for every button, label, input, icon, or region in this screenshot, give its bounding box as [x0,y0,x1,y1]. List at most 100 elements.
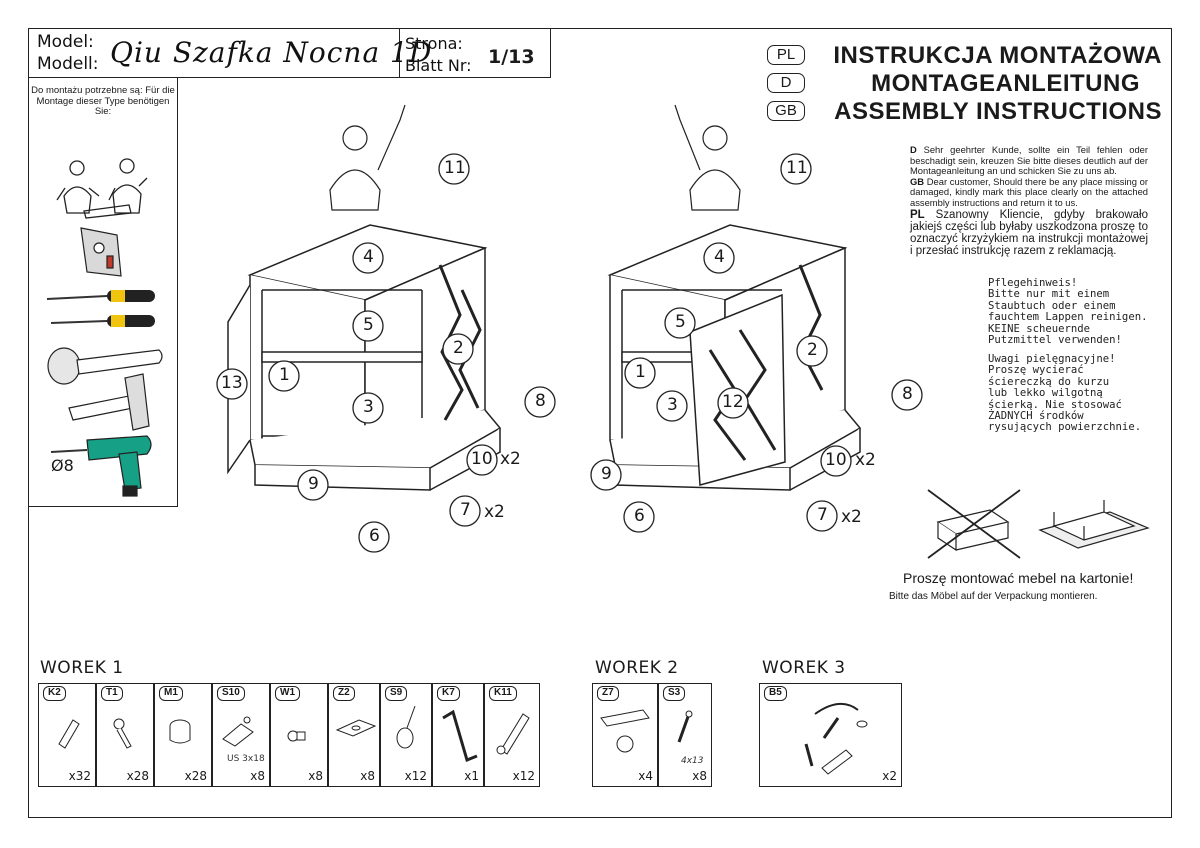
callout-label: 10 [825,450,847,470]
nail-icon [396,705,416,749]
notice-tag-gb: GB [910,175,925,187]
part-w1: W1 x8 [270,683,328,787]
bag-1-title: WOREK 1 [40,658,124,678]
title-gb: ASSEMBLY INSTRUCTIONS [834,98,1162,125]
care-pl-line: Uwagi pielęgnacyjne! [988,353,1116,365]
part-qty: x8 [250,769,265,783]
part-code: K7 [437,686,460,701]
title-pl: INSTRUKCJA MONTAŻOWA [833,42,1162,69]
care-de-line: Staubtuch oder einem [988,299,1116,312]
callout-label: 8 [535,391,546,411]
part-s3: S3 4x13 x8 [658,683,712,787]
part-qty: x8 [360,769,375,783]
lang-badge-pl: PL [767,45,805,65]
care-de-line: Bitte nur mit einem [988,288,1110,301]
part-qty: x32 [68,769,91,783]
lang-badge-d: D [767,73,805,93]
care-de-line: fauchtem Lappen reinigen. [988,311,1148,324]
part-code: M1 [159,686,183,701]
callout-label: 10 [471,449,493,469]
wall-plug-icon [496,713,530,755]
cam-bolt-icon [113,718,132,749]
title-de: MONTAGEANLEITUNG [871,70,1140,97]
callout-label: 13 [221,373,243,393]
callout-label: 2 [453,338,464,358]
part-code: S3 [663,686,686,701]
care-pl: Uwagi pielęgnacyjne! Proszę wycierać ści… [988,353,1142,434]
part-code: K11 [489,686,517,701]
screwdriver-phillips-icon [50,315,155,327]
callout-qty: x2 [841,507,862,527]
callout-label: 7 [817,505,828,525]
bracket-screw-icon [222,716,254,747]
callout-label: 6 [369,526,380,546]
drill-icon [50,435,152,497]
care-pl-line: ściereczką do kurzu [988,375,1110,388]
hammer-icon [68,373,150,431]
callout-label: 7 [460,500,471,520]
part-spec: US 3x18 [227,754,265,764]
notice-tag-d: D [910,144,917,155]
part-qty: x1 [464,769,479,783]
bumper-icon [287,730,306,742]
callout-label: 5 [363,315,374,335]
care-de-line: KEINE scheuernde [988,322,1091,335]
page-box [399,28,551,78]
part-code: W1 [275,686,300,701]
care-de-line: Putzmittel verwenden! [988,334,1122,347]
part-s10: S10 US 3x18 x8 [212,683,270,787]
part-b5: B5 x2 [759,683,902,787]
care-pl-line: rysujących powierzchnie. [988,421,1142,434]
part-m1: M1 x28 [154,683,212,787]
part-z2: Z2 x8 [328,683,380,787]
bag-2-title: WOREK 2 [595,658,679,678]
part-code: K2 [43,686,66,701]
part-t1: T1 x28 [96,683,154,787]
part-code: Z7 [597,686,619,701]
carton-floor-icon [1038,500,1150,549]
callout-label: 8 [902,384,913,404]
callout-label: 3 [667,395,678,415]
screw-icon [677,710,693,743]
callout-label: 12 [722,392,744,412]
carton-note-de: Bitte das Möbel auf der Verpackung monti… [889,591,1098,602]
callout-label: 5 [675,312,686,332]
drill-size-label: Ø8 [51,456,74,475]
dowel-icon [58,719,80,749]
person-pointing-icon [674,104,741,211]
part-code: S10 [217,686,245,701]
callout-labels: 11 4 5 2 13 1 3 8 10 x2 9 7 x2 6 11 4 5 … [200,90,913,570]
carton-illustration [927,489,1150,559]
tape-measure-icon [80,227,122,277]
part-qty: x28 [126,769,149,783]
callout-label: 9 [601,464,612,484]
callout-qty: x2 [855,450,876,470]
part-qty: x12 [404,769,427,783]
notice-text-d: Sehr geehrter Kunde, sollte ein Teil feh… [910,144,1148,177]
callout-label: 1 [635,362,646,382]
part-z7: Z7 x4 [592,683,658,787]
tools-illustration [46,158,163,497]
carton-note-pl: Proszę montować mebel na kartonie! [903,570,1134,586]
part-s9: S9 x12 [380,683,432,787]
screwdriver-flat-icon [46,290,155,302]
part-code: T1 [101,686,123,701]
part-spec: 4x13 [681,756,704,766]
model-label: Model: [37,32,94,52]
callout-label: 9 [308,474,319,494]
callout-qty: x2 [500,449,521,469]
hinge-icon [600,709,650,753]
part-qty: x28 [184,769,207,783]
care-de: Pflegehinweis! Bitte nur mit einem Staub… [988,277,1148,347]
callout-label: 11 [444,158,466,178]
callout-qty: x2 [484,502,505,522]
tools-panel: Do montażu potrzebne są: Für die Montage… [28,77,178,507]
page-label-de: Blatt Nr: [405,56,472,75]
part-code: Z2 [333,686,355,701]
mallet-icon [47,347,163,385]
part-qty: x4 [638,769,653,783]
wrong-floor-icon [927,489,1021,559]
notice-tag-pl: PL [910,208,925,221]
notice-text: D Sehr geehrter Kunde, sollte ein Teil f… [910,144,1148,256]
two-people-icon [56,158,148,219]
